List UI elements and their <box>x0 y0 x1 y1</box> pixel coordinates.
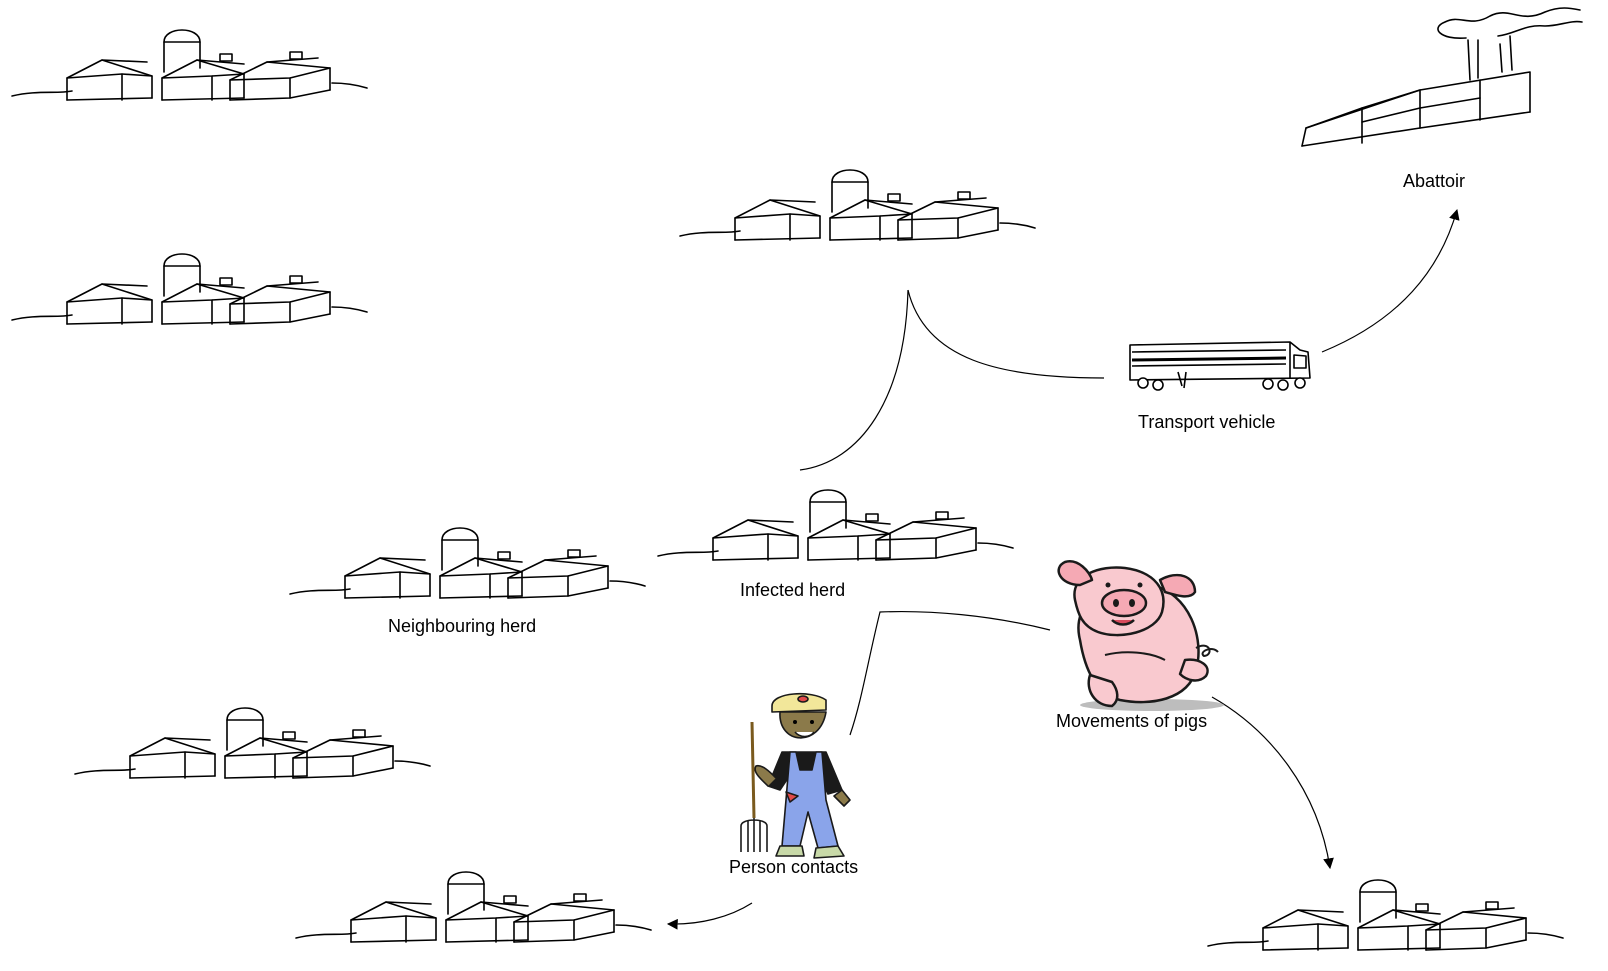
arrow-truck-to-abattoir <box>1321 208 1460 353</box>
label-neighbouring-herd: Neighbouring herd <box>388 616 537 636</box>
arrow-person-to-farm <box>666 902 753 930</box>
label-abattoir: Abattoir <box>1403 171 1466 191</box>
line-herd-to-pig-movements <box>799 289 909 471</box>
farm-icon <box>289 527 646 599</box>
pig-icon <box>1057 560 1224 711</box>
farm-icon <box>11 253 368 325</box>
factory-icon <box>1301 7 1583 147</box>
label-movements-of-pigs: Movements of pigs <box>1056 711 1208 731</box>
farm-icon <box>679 169 1036 241</box>
farm-icon <box>74 707 431 779</box>
label-transport-vehicle: Transport vehicle <box>1138 412 1276 432</box>
arrow-pigs-to-farm <box>1211 696 1334 870</box>
line-pigs-to-person <box>849 610 1051 736</box>
line-herd-to-truck <box>907 289 1105 379</box>
farm-icon <box>11 29 368 101</box>
farm-icon <box>295 871 652 943</box>
connection-lines <box>666 208 1460 930</box>
truck-icon <box>1129 341 1311 391</box>
farm-icon <box>657 489 1014 561</box>
farm-icon <box>1207 879 1564 951</box>
label-person-contacts: Person contacts <box>729 857 859 877</box>
farmer-icon <box>740 692 851 859</box>
label-infected-herd: Infected herd <box>740 580 846 600</box>
